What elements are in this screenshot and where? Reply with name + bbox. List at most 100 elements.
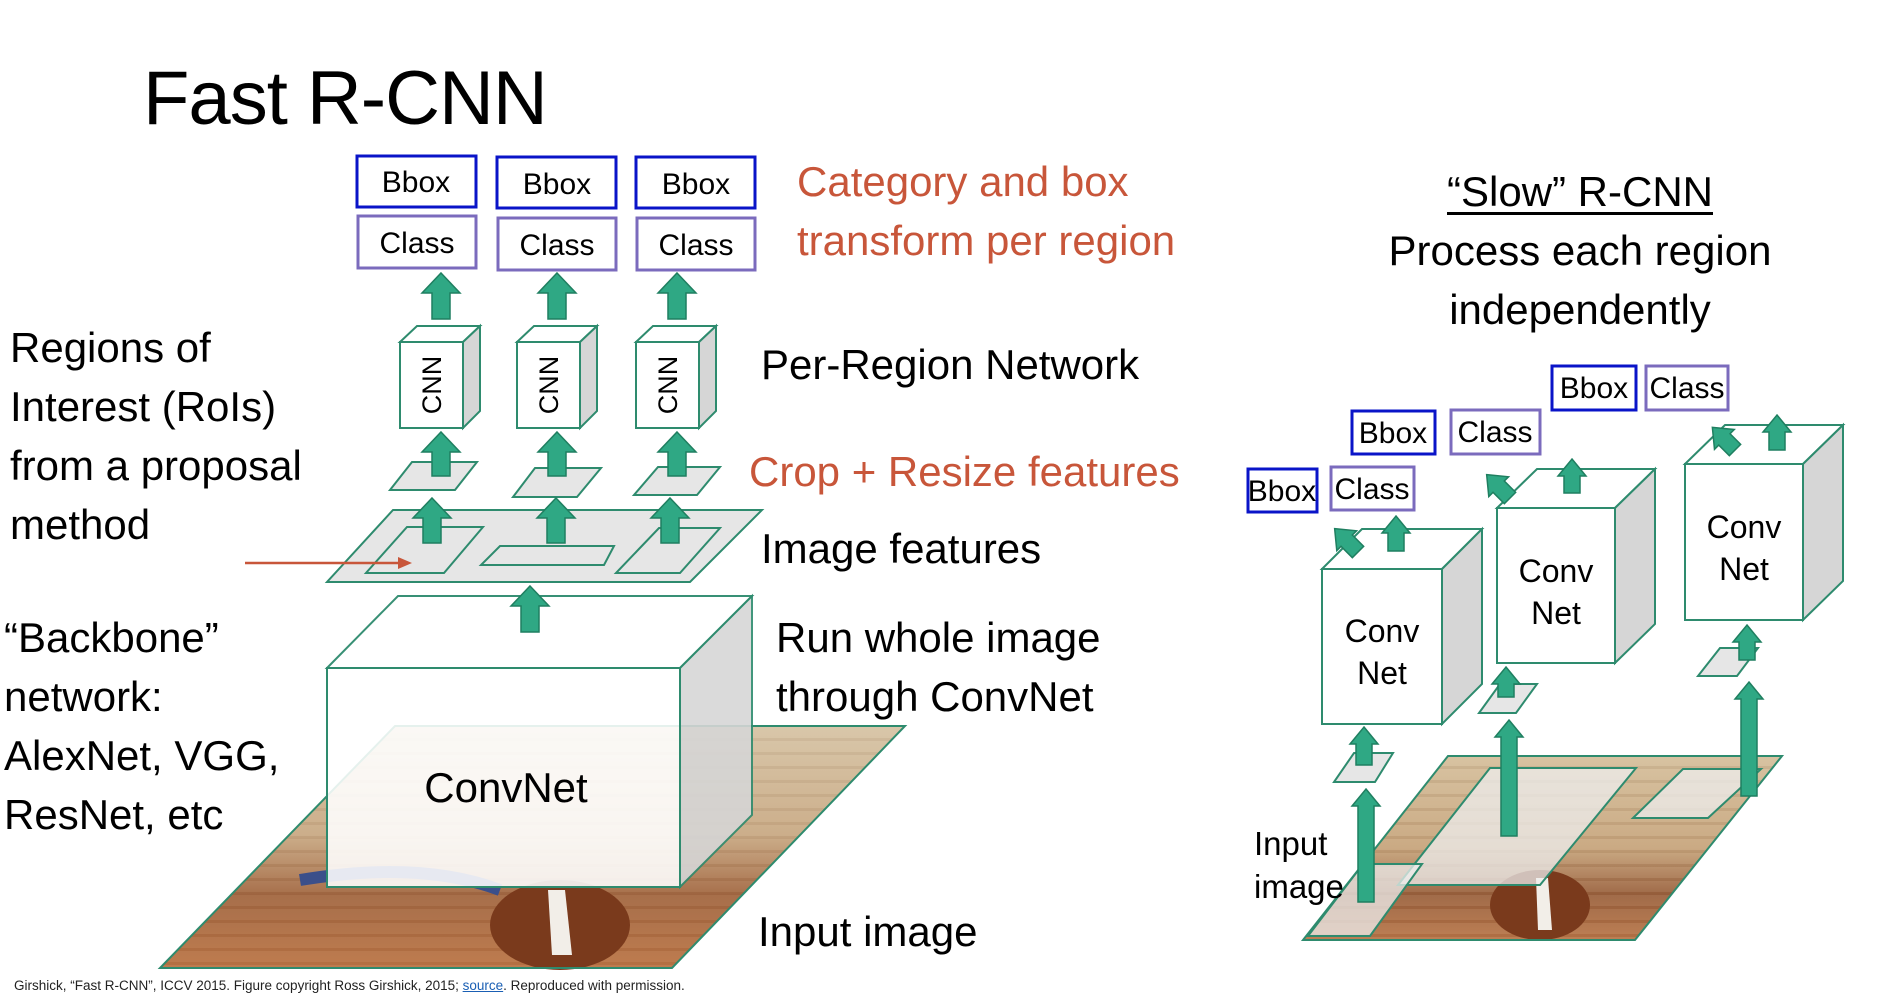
roi-pointer-arrow bbox=[245, 557, 412, 569]
slide-title: Fast R-CNN bbox=[143, 56, 548, 141]
slow-rcnn-subtitle-1: Process each region bbox=[1388, 227, 1772, 274]
class-label: Class bbox=[1334, 473, 1409, 506]
bbox-box bbox=[1350, 409, 1437, 456]
up-arrow-icon bbox=[656, 271, 698, 320]
right-output-1: Bbox Class bbox=[1246, 465, 1416, 514]
up-arrow-icon bbox=[1380, 514, 1412, 552]
right-crop-2 bbox=[1477, 683, 1539, 714]
bbox-box bbox=[1550, 364, 1638, 412]
annotation-line: transform per region bbox=[797, 217, 1176, 264]
up-arrow-icon bbox=[1761, 413, 1793, 451]
right-convnet-3: Conv Net bbox=[1682, 422, 1846, 623]
per-region-cnn-1: CNN bbox=[397, 323, 483, 431]
horse-blaze-shape bbox=[548, 890, 572, 955]
up-arrow-icon bbox=[536, 430, 578, 477]
convnet-label-line1: Conv bbox=[1519, 553, 1594, 589]
backbone-line: ResNet, etc bbox=[4, 791, 224, 838]
bbox-box bbox=[634, 155, 757, 210]
class-label: Class bbox=[379, 227, 454, 260]
class-box bbox=[1644, 364, 1730, 412]
backbone-convnet-box: ConvNet bbox=[324, 593, 755, 890]
citation-footer: Girshick, “Fast R-CNN”, ICCV 2015. Figur… bbox=[14, 978, 685, 993]
convnet-label-line2: Net bbox=[1531, 595, 1581, 631]
roi-1 bbox=[363, 526, 486, 574]
bbox-box bbox=[495, 155, 618, 210]
citation-text: Girshick, “Fast R-CNN”, ICCV 2015. Figur… bbox=[14, 978, 463, 993]
up-arrow-icon bbox=[535, 496, 577, 544]
right-input-image-plane bbox=[1300, 755, 1785, 941]
bbox-label: Bbox bbox=[523, 168, 591, 201]
right-convnet-1: Conv Net bbox=[1319, 526, 1485, 727]
horse-blaze-shape bbox=[1536, 878, 1552, 930]
roi-3 bbox=[613, 527, 723, 574]
up-arrow-icon bbox=[1490, 665, 1522, 698]
left-output-3: Bbox Class bbox=[634, 155, 757, 272]
diagonal-arrow-icon bbox=[1333, 527, 1365, 559]
class-box bbox=[635, 216, 757, 272]
rois-line: Regions of bbox=[10, 324, 211, 371]
annotation-line: Category and box bbox=[797, 158, 1129, 205]
up-arrow-icon bbox=[656, 430, 698, 477]
convnet-label-line1: Conv bbox=[1707, 509, 1782, 545]
rois-line: from a proposal bbox=[10, 442, 302, 489]
class-box bbox=[356, 214, 478, 270]
right-output-2: Bbox Class bbox=[1350, 408, 1542, 456]
convnet-label-line1: Conv bbox=[1345, 613, 1420, 649]
cropped-feature-3 bbox=[631, 466, 723, 496]
up-arrow-icon bbox=[411, 496, 453, 544]
class-label: Class bbox=[1649, 372, 1724, 405]
slow-rcnn-heading: “Slow” R-CNN Process each region indepen… bbox=[1380, 162, 1780, 339]
per-region-cnn-2: CNN bbox=[514, 323, 600, 431]
left-output-1: Bbox Class bbox=[355, 154, 478, 270]
up-arrow-icon bbox=[649, 496, 691, 544]
bbox-label: Bbox bbox=[1359, 417, 1427, 450]
right-crop-1 bbox=[1332, 752, 1395, 783]
rois-line: Interest (RoIs) bbox=[10, 383, 277, 430]
per-region-cnn-3: CNN bbox=[633, 323, 719, 431]
up-arrow-icon bbox=[420, 271, 462, 320]
diagonal-arrow-icon bbox=[1485, 473, 1517, 505]
up-arrow-icon bbox=[1733, 680, 1765, 797]
left-flow-arrows bbox=[411, 271, 698, 633]
backbone-line: network: bbox=[4, 673, 163, 720]
convnet-label-line2: Net bbox=[1719, 551, 1769, 587]
class-label: Class bbox=[519, 229, 594, 262]
bbox-label: Bbox bbox=[382, 166, 450, 199]
class-label: Class bbox=[658, 229, 733, 262]
bbox-label: Bbox bbox=[662, 168, 730, 201]
up-arrow-icon bbox=[1348, 725, 1380, 766]
cropped-feature-2 bbox=[510, 467, 604, 498]
roi-2 bbox=[478, 545, 616, 566]
cnn-label: CNN bbox=[653, 356, 683, 415]
crop-resize-label: Crop + Resize features bbox=[749, 448, 1180, 495]
up-arrow-icon bbox=[1493, 718, 1525, 837]
citation-text-end: . Reproduced with permission. bbox=[503, 978, 685, 993]
label-line: image bbox=[1254, 868, 1344, 905]
class-box bbox=[1329, 465, 1416, 512]
run-whole-image-label: Run whole image through ConvNet bbox=[776, 608, 1101, 726]
up-arrow-icon bbox=[536, 271, 578, 320]
right-input-image-label: Input image bbox=[1254, 822, 1344, 908]
image-features-label: Image features bbox=[761, 525, 1042, 572]
slow-rcnn-subtitle-2: independently bbox=[1449, 286, 1711, 333]
up-arrow-icon bbox=[509, 584, 551, 633]
rois-description: Regions of Interest (RoIs) from a propos… bbox=[10, 318, 302, 554]
left-output-2: Bbox Class bbox=[495, 155, 618, 272]
annotation-line: through ConvNet bbox=[776, 673, 1094, 720]
bbox-box bbox=[1246, 467, 1319, 514]
source-link[interactable]: source bbox=[462, 978, 504, 993]
slow-rcnn-title: “Slow” R-CNN bbox=[1447, 168, 1713, 215]
convnet-label-line2: Net bbox=[1357, 655, 1407, 691]
annotation-line: Run whole image bbox=[776, 614, 1101, 661]
label-line: Input bbox=[1254, 825, 1328, 862]
input-image-label: Input image bbox=[758, 908, 978, 955]
bbox-label: Bbox bbox=[1560, 372, 1628, 405]
backbone-convnet-label: ConvNet bbox=[424, 764, 588, 811]
up-arrow-icon bbox=[1556, 457, 1588, 494]
bbox-box bbox=[355, 154, 478, 209]
rois-line: method bbox=[10, 501, 151, 548]
up-arrow-icon bbox=[1731, 623, 1763, 661]
bbox-label: Bbox bbox=[1248, 475, 1316, 508]
right-flow-arrows bbox=[1333, 413, 1793, 903]
per-region-network-label: Per-Region Network bbox=[761, 341, 1140, 388]
